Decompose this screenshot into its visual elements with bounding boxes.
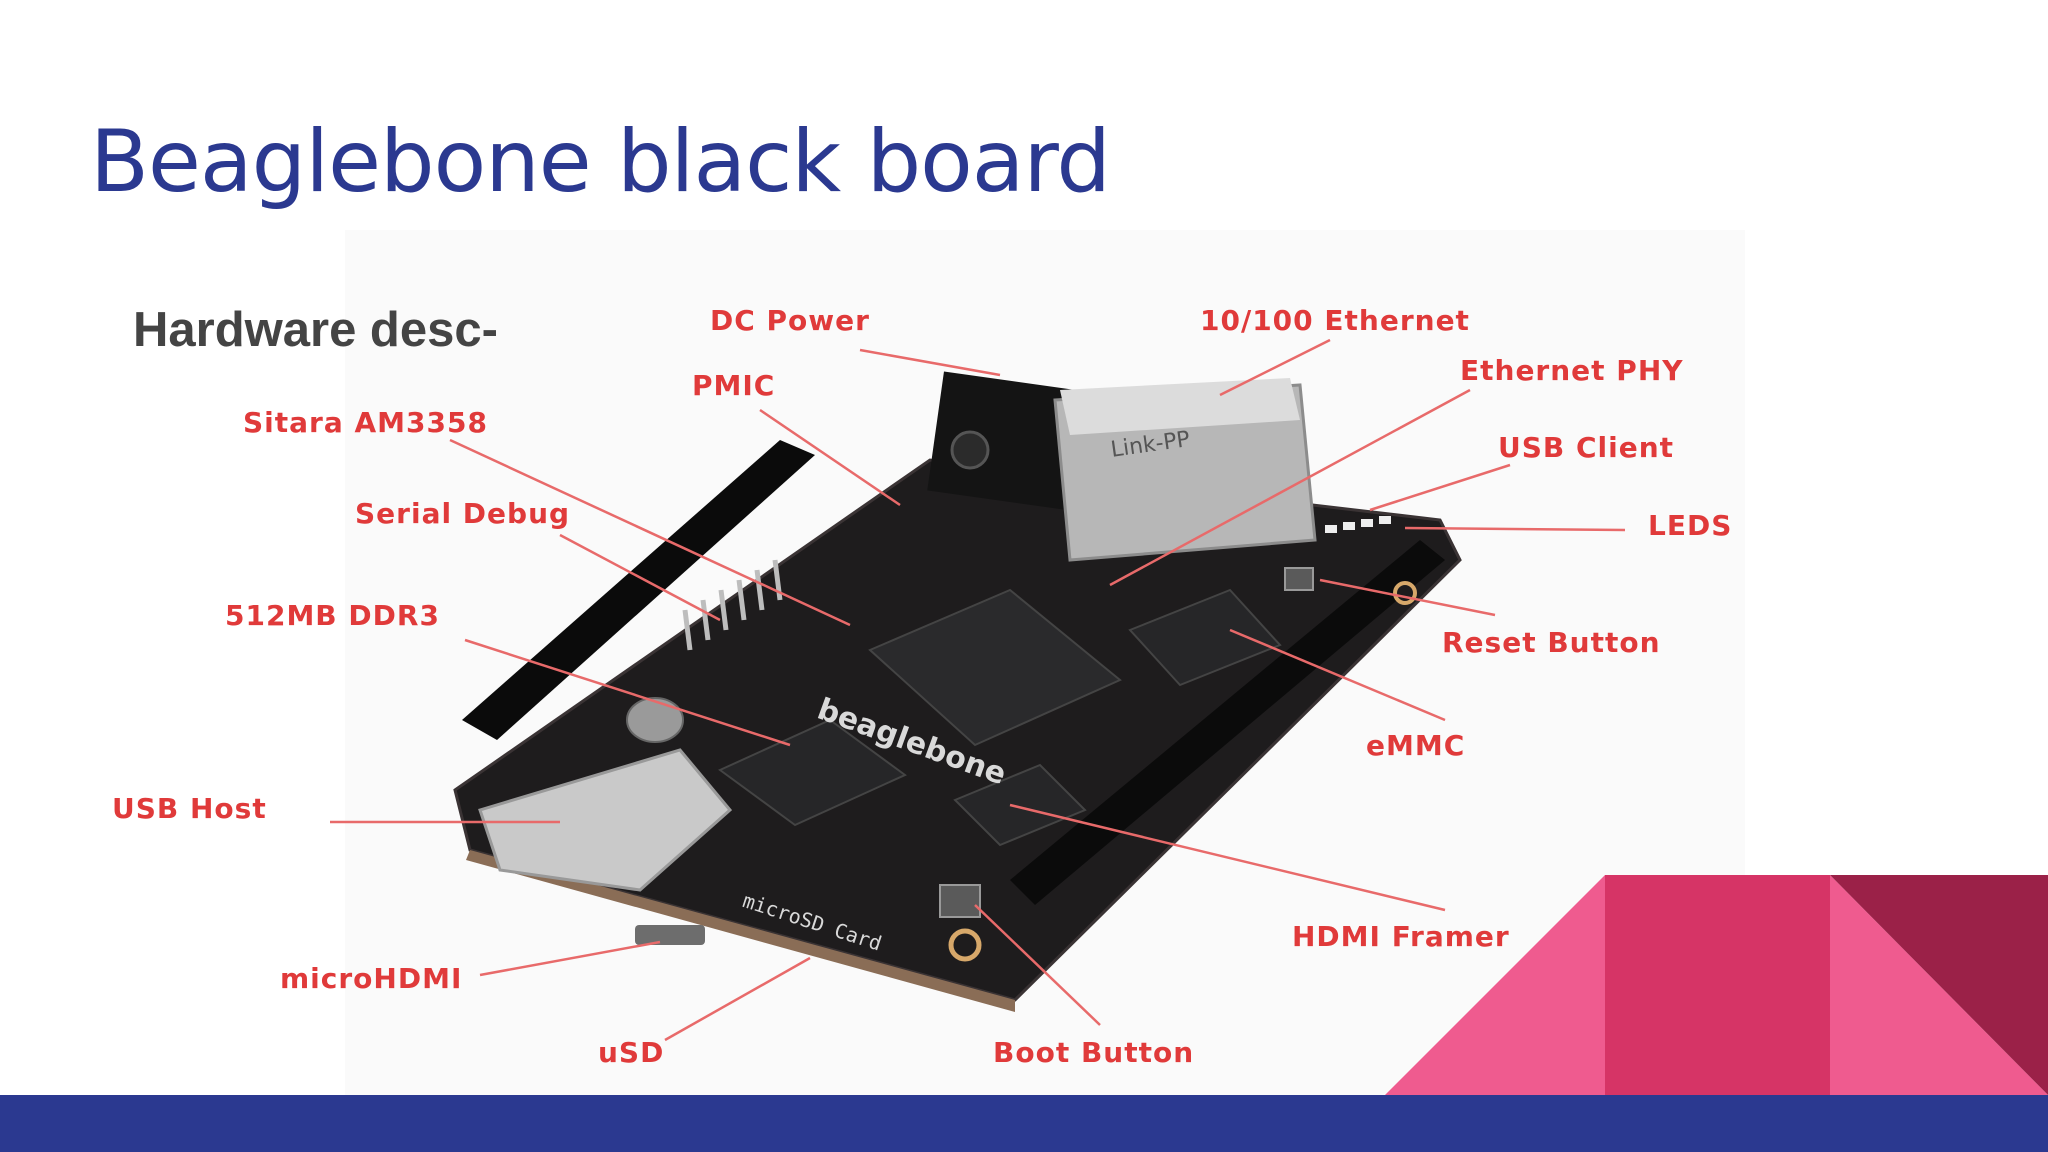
callout-hdmi-framer: HDMI Framer	[1292, 920, 1510, 953]
emmc-chip	[1128, 588, 1282, 687]
micro-hdmi-port	[635, 925, 705, 945]
leader-dc-power	[859, 348, 1001, 377]
leader-ethernet-phy	[1109, 388, 1471, 587]
leader-sitara	[449, 438, 851, 627]
leader-usb-client	[1369, 463, 1511, 512]
deco-triangle-dark	[1830, 875, 2048, 1095]
callout-emmc: eMMC	[1366, 729, 1465, 762]
reset-button-part	[1284, 567, 1314, 591]
slide-title: Beaglebone black board	[90, 112, 1111, 212]
footer-bar	[0, 1095, 2048, 1152]
leader-reset	[1319, 578, 1496, 617]
leader-hdmi-framer	[1009, 803, 1446, 912]
callout-reset-button: Reset Button	[1442, 626, 1661, 659]
leader-serial-debug	[559, 533, 721, 622]
leader-ethernet	[1219, 338, 1331, 397]
header-left	[462, 440, 815, 740]
slide-subtitle: Hardware desc-	[133, 303, 498, 357]
leader-emmc	[1229, 628, 1446, 722]
hdmi-framer-chip	[953, 763, 1087, 847]
header-right	[1010, 540, 1445, 905]
ethernet-jack-top	[1060, 378, 1300, 435]
callout-ethernet-phy: Ethernet PHY	[1460, 354, 1684, 387]
callout-usb-client: USB Client	[1498, 431, 1674, 464]
sitara-processor-chip	[868, 588, 1122, 747]
callout-ethernet: 10/100 Ethernet	[1200, 304, 1470, 337]
callout-usd: uSD	[598, 1036, 664, 1069]
callout-pmic: PMIC	[692, 369, 775, 402]
leader-leds	[1404, 526, 1626, 532]
callout-usb-host: USB Host	[112, 792, 267, 825]
leds-row	[1325, 516, 1391, 533]
callout-ddr3: 512MB DDR3	[225, 599, 440, 632]
leader-pmic	[759, 408, 901, 507]
capacitor	[626, 697, 684, 743]
leader-usd	[664, 956, 811, 1042]
callout-serial-debug: Serial Debug	[355, 497, 570, 530]
boot-button-part	[939, 884, 981, 918]
callout-boot-button: Boot Button	[993, 1036, 1194, 1069]
callout-dc-power: DC Power	[710, 304, 870, 337]
deco-triangle-light	[1385, 875, 1605, 1095]
callout-sitara: Sitara AM3358	[243, 406, 488, 439]
mounting-hole	[948, 928, 982, 962]
usb-host-port	[478, 748, 733, 892]
pcb-edge	[466, 850, 1015, 1012]
leader-microhdmi	[479, 940, 661, 977]
ddr3-chip	[718, 718, 907, 827]
leader-ddr3	[464, 638, 791, 747]
dc-jack-hole	[950, 430, 990, 470]
deco-block-mid	[1605, 875, 1830, 1095]
callout-microhdmi: microHDMI	[280, 962, 462, 995]
dc-power-jack	[927, 371, 1083, 510]
callout-leds: LEDS	[1648, 509, 1732, 542]
leader-boot	[974, 904, 1101, 1026]
